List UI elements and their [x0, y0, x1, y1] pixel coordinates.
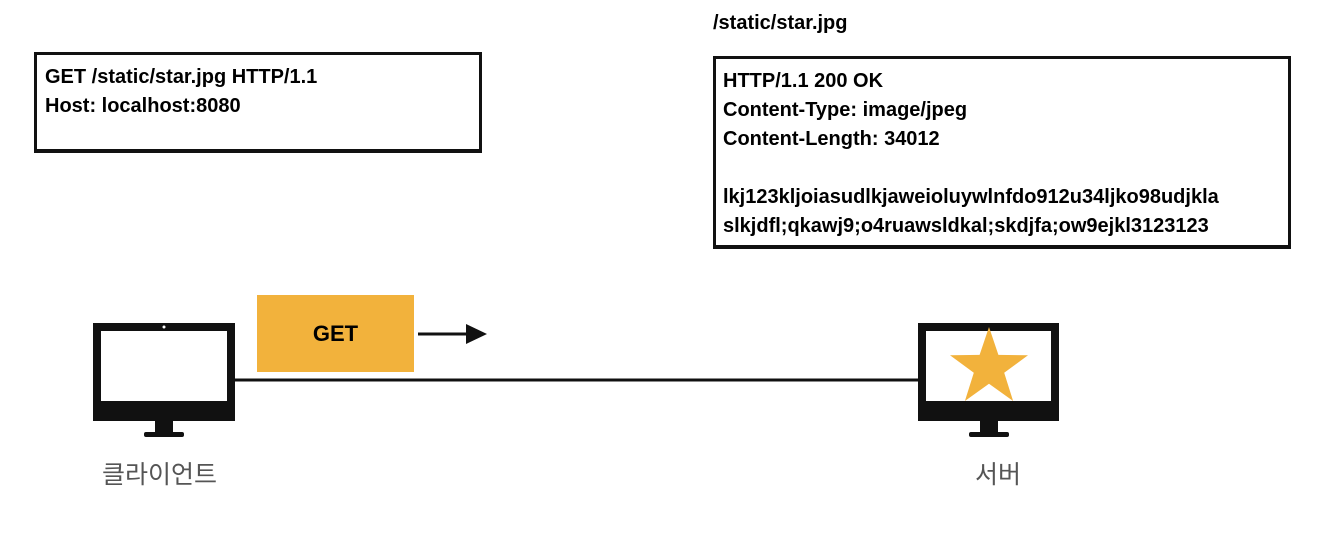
star-icon	[950, 327, 1028, 401]
host-header: Host: localhost:8080	[45, 95, 241, 117]
body-line-1: lkj123kljoiasudlkjaweioluywlnfdo912u34lj…	[723, 186, 1219, 208]
server-label: 서버	[975, 460, 1022, 489]
monitor-icon	[93, 323, 235, 437]
request-line: GET /static/star.jpg HTTP/1.1	[45, 66, 318, 88]
client-label: 클라이언트	[102, 460, 218, 489]
http-request-message: GET /static/star.jpg HTTP/1.1 Host: loca…	[34, 52, 482, 153]
body-line-2: slkjdfl;qkawj9;o4ruawsldkal;skdjfa;ow9ej…	[723, 215, 1209, 237]
http-response-message: HTTP/1.1 200 OK Content-Type: image/jpeg…	[713, 56, 1291, 249]
resource-path-label: /static/star.jpg	[713, 12, 848, 34]
status-line: HTTP/1.1 200 OK	[723, 70, 884, 92]
content-type-header: Content-Type: image/jpeg	[723, 99, 968, 121]
content-length-header: Content-Length: 34012	[723, 128, 940, 150]
get-method-badge: GET	[257, 295, 414, 372]
request-arrow-icon	[418, 324, 487, 344]
